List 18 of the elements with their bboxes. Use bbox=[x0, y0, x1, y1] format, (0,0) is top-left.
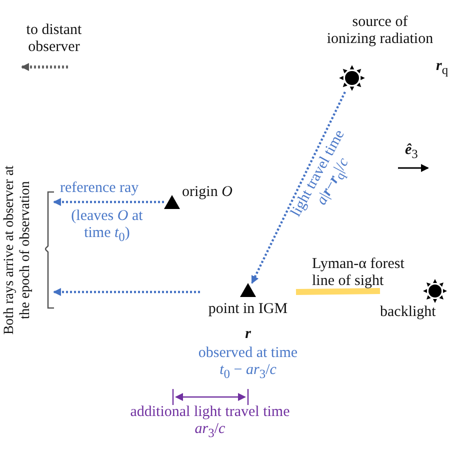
axis-label: ê$_{3}$ bbox=[405, 142, 418, 162]
departure-note: (leaves O at time t$_{0}$) bbox=[70, 208, 144, 245]
position-vector: r bbox=[244, 326, 252, 344]
source-label: source of ionizing radiation bbox=[326, 14, 434, 48]
light-ray bbox=[53, 198, 164, 206]
backlight-label: backlight bbox=[380, 304, 436, 322]
line-of-sight bbox=[296, 288, 380, 295]
light-ray bbox=[53, 288, 200, 296]
light-ray bbox=[251, 92, 346, 284]
arrival-note: Both rays arrive at observer at the epoch of observation bbox=[2, 164, 34, 337]
origin-label: origin O bbox=[182, 184, 232, 202]
edge-label: reference ray bbox=[60, 180, 139, 198]
observation-time: observed at time t$_{0}$ − ar$_{3}$/c bbox=[197, 345, 299, 382]
delay-label: additional light travel time ar$_{3}$/c bbox=[129, 404, 291, 441]
point-label: point in IGM bbox=[207, 301, 289, 318]
edge-label: Lyman-α forest line of sight bbox=[312, 256, 406, 290]
observer-label: to distant observer bbox=[25, 22, 83, 56]
position-vector: r$_{q}$ bbox=[436, 58, 448, 78]
